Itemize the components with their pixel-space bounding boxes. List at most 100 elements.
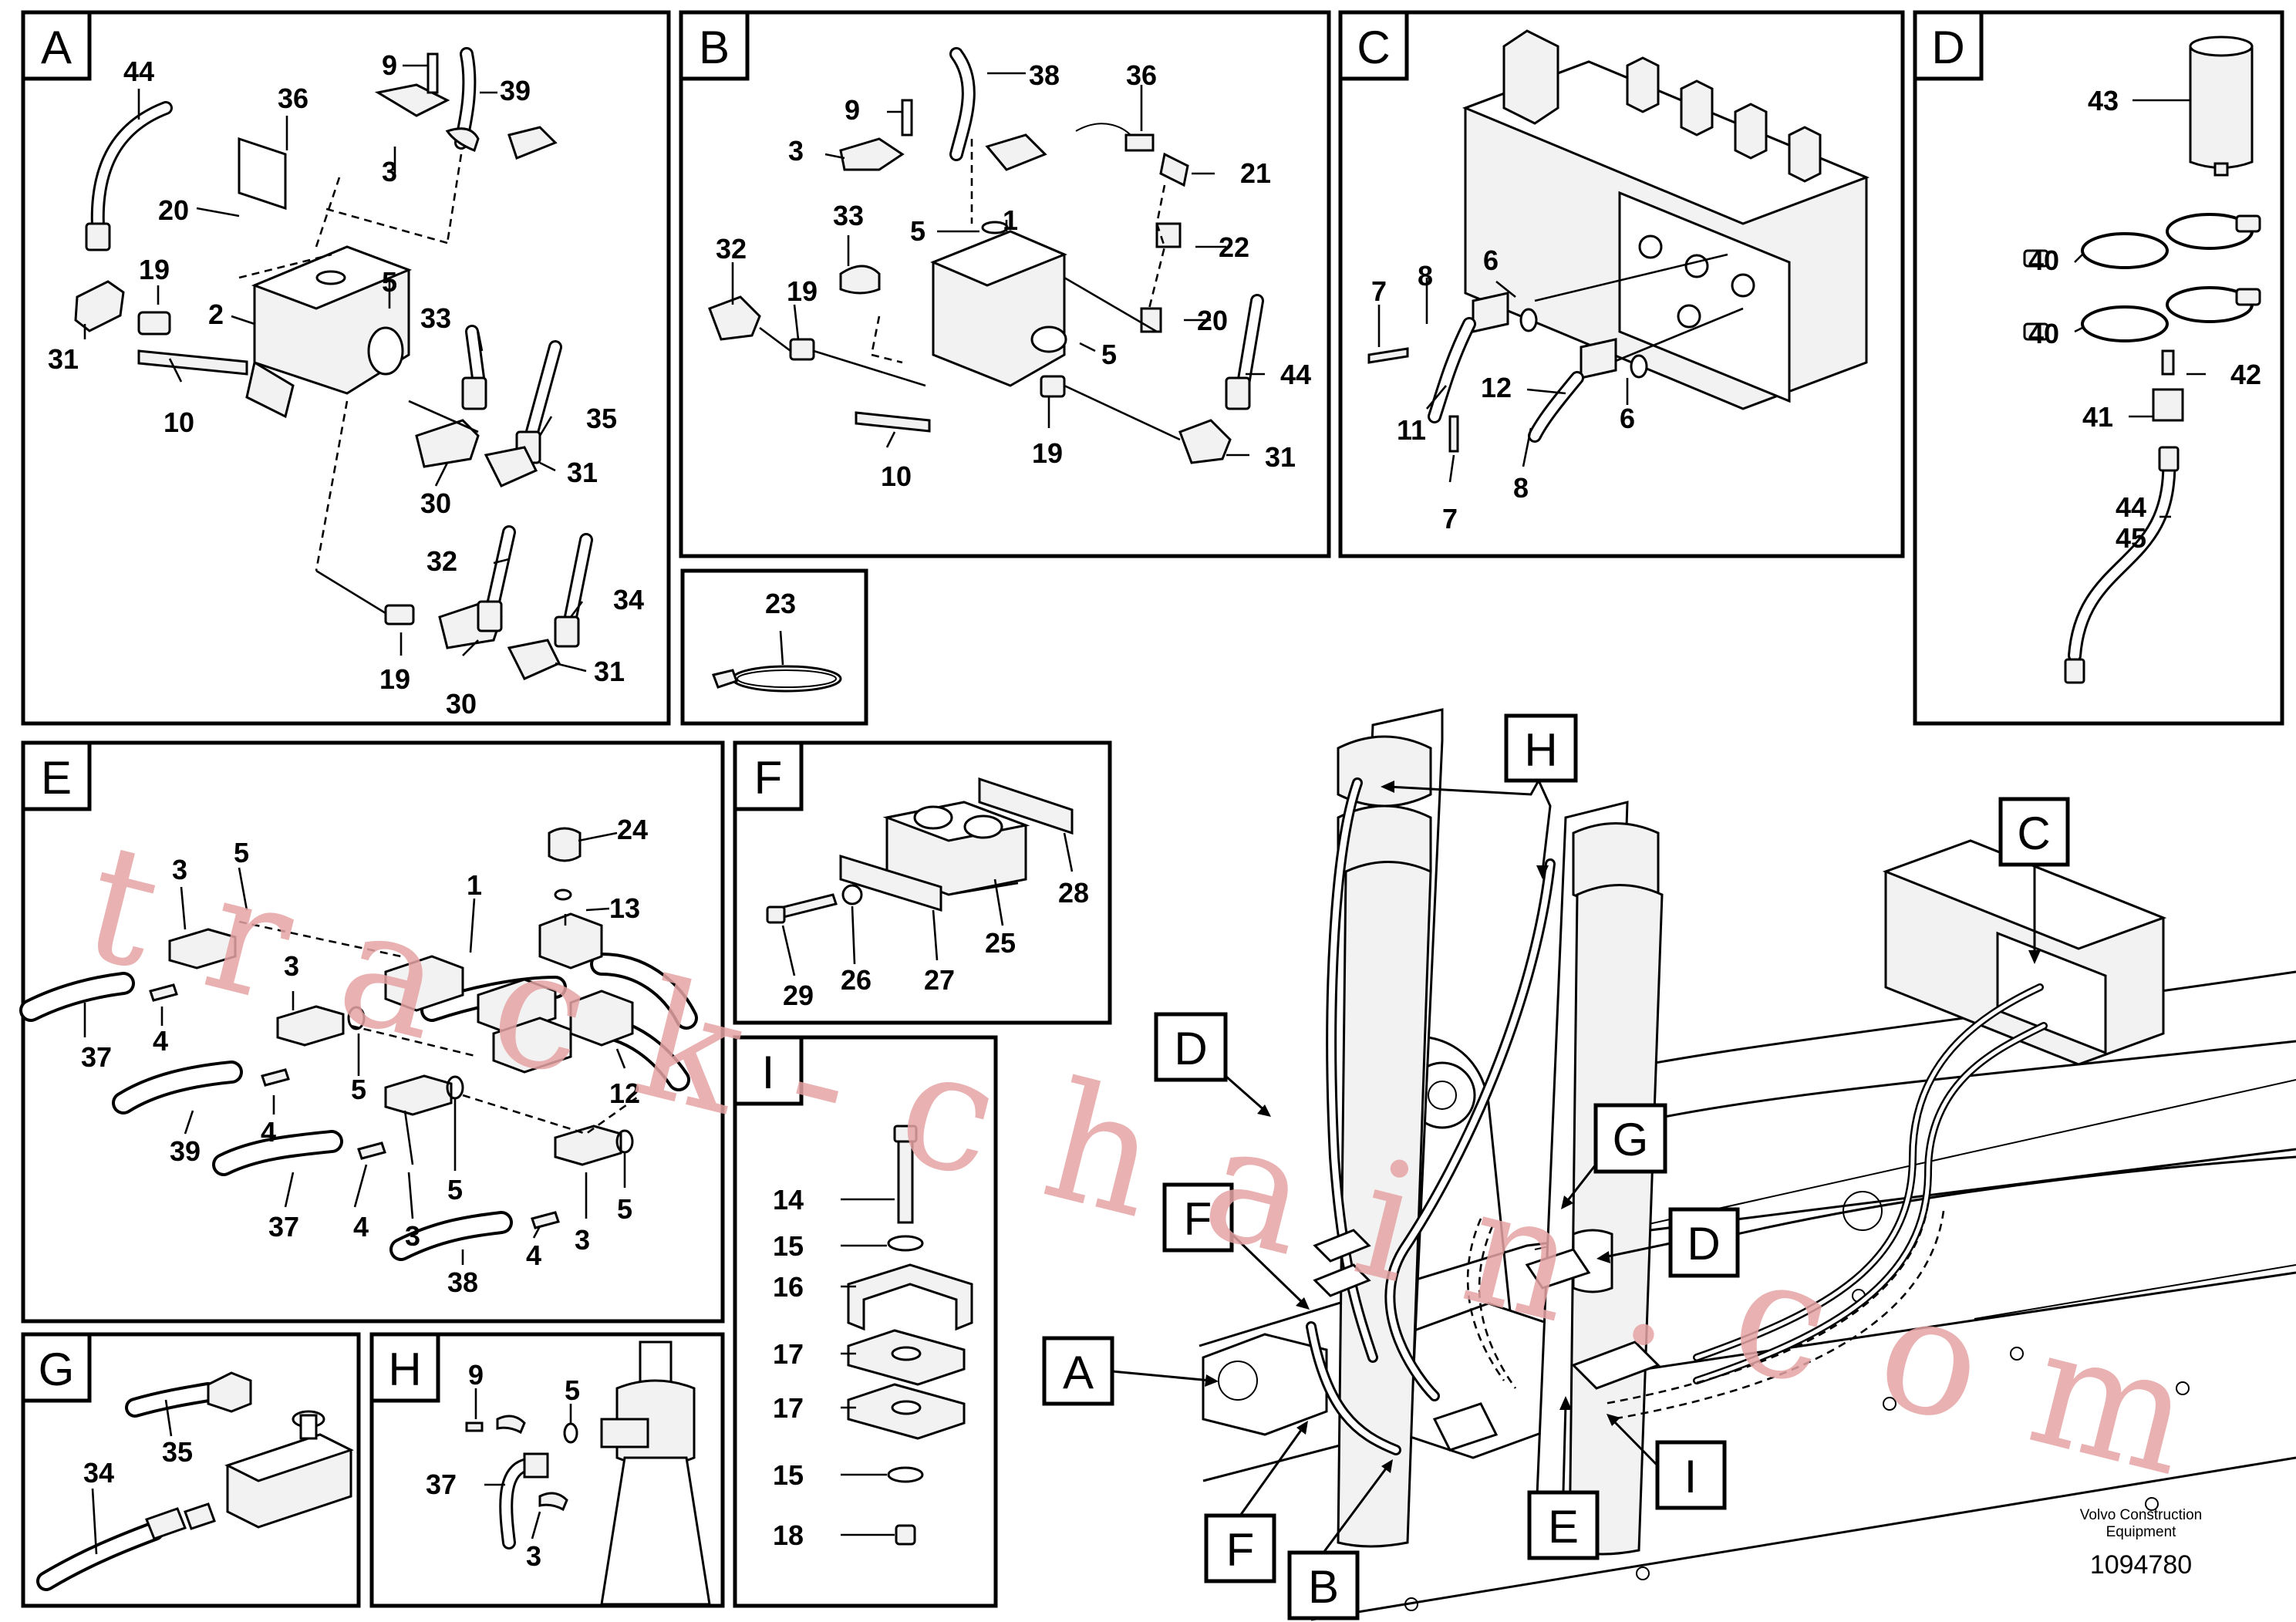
panel-d-tag: D (1931, 22, 1964, 73)
callout-18: 18 (773, 1519, 804, 1551)
callout-27: 27 (924, 964, 955, 996)
panel-e-tag: E (41, 752, 72, 804)
callout-45: 45 (2116, 522, 2146, 554)
callout-8: 8 (1513, 472, 1529, 504)
accumulator-icon (2189, 41, 2254, 169)
callout-5: 5 (382, 266, 397, 298)
overview-tag-b: B (1308, 1561, 1339, 1613)
overview-tag-d: D (1174, 1023, 1207, 1074)
callout-43: 43 (2088, 85, 2119, 116)
callout-44: 44 (123, 56, 154, 87)
brand-line2: Equipment (2106, 1524, 2177, 1540)
callout-12: 12 (609, 1077, 640, 1109)
callout-29: 29 (783, 980, 814, 1011)
callout-3: 3 (405, 1220, 420, 1252)
nut-icon (895, 1524, 916, 1546)
callout-37: 37 (268, 1211, 299, 1243)
callout-1: 1 (1003, 204, 1018, 236)
callout-19: 19 (1032, 437, 1063, 469)
bolt-icon (137, 349, 248, 376)
callout-5: 5 (1101, 339, 1117, 370)
callout-23: 23 (765, 588, 796, 619)
overview-tag-g: G (1613, 1114, 1649, 1165)
panel-a: A (21, 10, 671, 726)
overview-tag-c: C (2017, 808, 2050, 859)
callout-19: 19 (379, 663, 410, 695)
overview-tag-d2: D (1687, 1218, 1720, 1270)
callout-5: 5 (565, 1374, 580, 1406)
callout-32: 32 (716, 233, 747, 265)
flange-icon (168, 928, 237, 969)
elbow-fitting-icon (74, 280, 125, 332)
callout-8: 8 (1418, 260, 1433, 292)
panel-i-tag: I (762, 1047, 775, 1098)
callout-14: 14 (773, 1184, 804, 1216)
callout-31: 31 (1265, 441, 1296, 473)
callout-4: 4 (261, 1116, 276, 1148)
callout-35: 35 (586, 403, 617, 434)
clamp-icon (847, 1263, 973, 1331)
panel-f: F 28 25 26 27 29 (733, 740, 1112, 1025)
panel-f-tag: F (754, 752, 783, 804)
callout-40: 40 (2028, 244, 2059, 276)
callout-19: 19 (787, 275, 818, 307)
callout-15: 15 (773, 1230, 804, 1262)
overview-tag-e: E (1548, 1501, 1579, 1553)
panel-b: B (679, 10, 1331, 558)
callout-5: 5 (351, 1074, 366, 1105)
callout-20: 20 (1197, 305, 1228, 336)
panel-g-tag: G (39, 1344, 75, 1395)
callout-38: 38 (1029, 59, 1060, 91)
callout-33: 33 (420, 302, 451, 334)
callout-44: 44 (2116, 491, 2146, 523)
panel-tie: 23 (680, 568, 868, 726)
callout-37: 37 (81, 1041, 112, 1073)
panel-e: E (19, 740, 725, 1324)
callout-35: 35 (162, 1436, 193, 1468)
callout-5: 5 (447, 1174, 463, 1206)
callout-16: 16 (773, 1271, 804, 1303)
callout-25: 25 (985, 927, 1016, 959)
document-number: 1094780 (2090, 1550, 2192, 1580)
callout-4: 4 (526, 1239, 541, 1271)
elbow-fitting-icon (207, 1371, 252, 1413)
callout-42: 42 (2230, 359, 2261, 390)
overview-tag-a: A (1063, 1347, 1094, 1398)
callout-3: 3 (382, 156, 397, 187)
callout-21: 21 (1240, 157, 1271, 189)
callout-6: 6 (1483, 244, 1499, 276)
panel-h: H 9 5 37 3 (369, 1332, 725, 1608)
callout-26: 26 (841, 964, 872, 996)
overview-tag-f: F (1184, 1193, 1212, 1245)
panel-c-tag: C (1357, 22, 1390, 73)
callout-31: 31 (594, 656, 625, 687)
brand-block: Volvo Construction Equipment 1094780 (2080, 1507, 2202, 1580)
overview-tag-h: H (1524, 724, 1557, 776)
callout-40: 40 (2028, 318, 2059, 349)
callout-34: 34 (613, 584, 644, 615)
callout-39: 39 (170, 1135, 201, 1167)
callout-39: 39 (500, 75, 531, 106)
callout-34: 34 (83, 1457, 114, 1489)
callout-12: 12 (1481, 372, 1512, 403)
callout-4: 4 (153, 1025, 168, 1057)
panel-i: I 14 15 16 17 17 15 18 (733, 1035, 998, 1608)
callout-33: 33 (833, 200, 864, 231)
overview-tag-f2: F (1226, 1524, 1255, 1576)
callout-24: 24 (617, 814, 648, 845)
callout-17: 17 (773, 1392, 804, 1424)
callout-10: 10 (164, 406, 194, 438)
callout-22: 22 (1219, 231, 1249, 263)
callout-3: 3 (788, 135, 804, 167)
bolt-icon (855, 411, 931, 433)
overview-tag-i: I (1684, 1451, 1698, 1502)
callout-5: 5 (910, 215, 925, 247)
callout-31: 31 (567, 457, 598, 488)
callout-2: 2 (208, 298, 224, 330)
callout-30: 30 (420, 487, 451, 519)
panel-b-tag: B (699, 22, 730, 73)
panel-a-tag: A (41, 22, 72, 73)
callout-9: 9 (468, 1359, 484, 1391)
panel-h-tag: H (388, 1344, 421, 1395)
